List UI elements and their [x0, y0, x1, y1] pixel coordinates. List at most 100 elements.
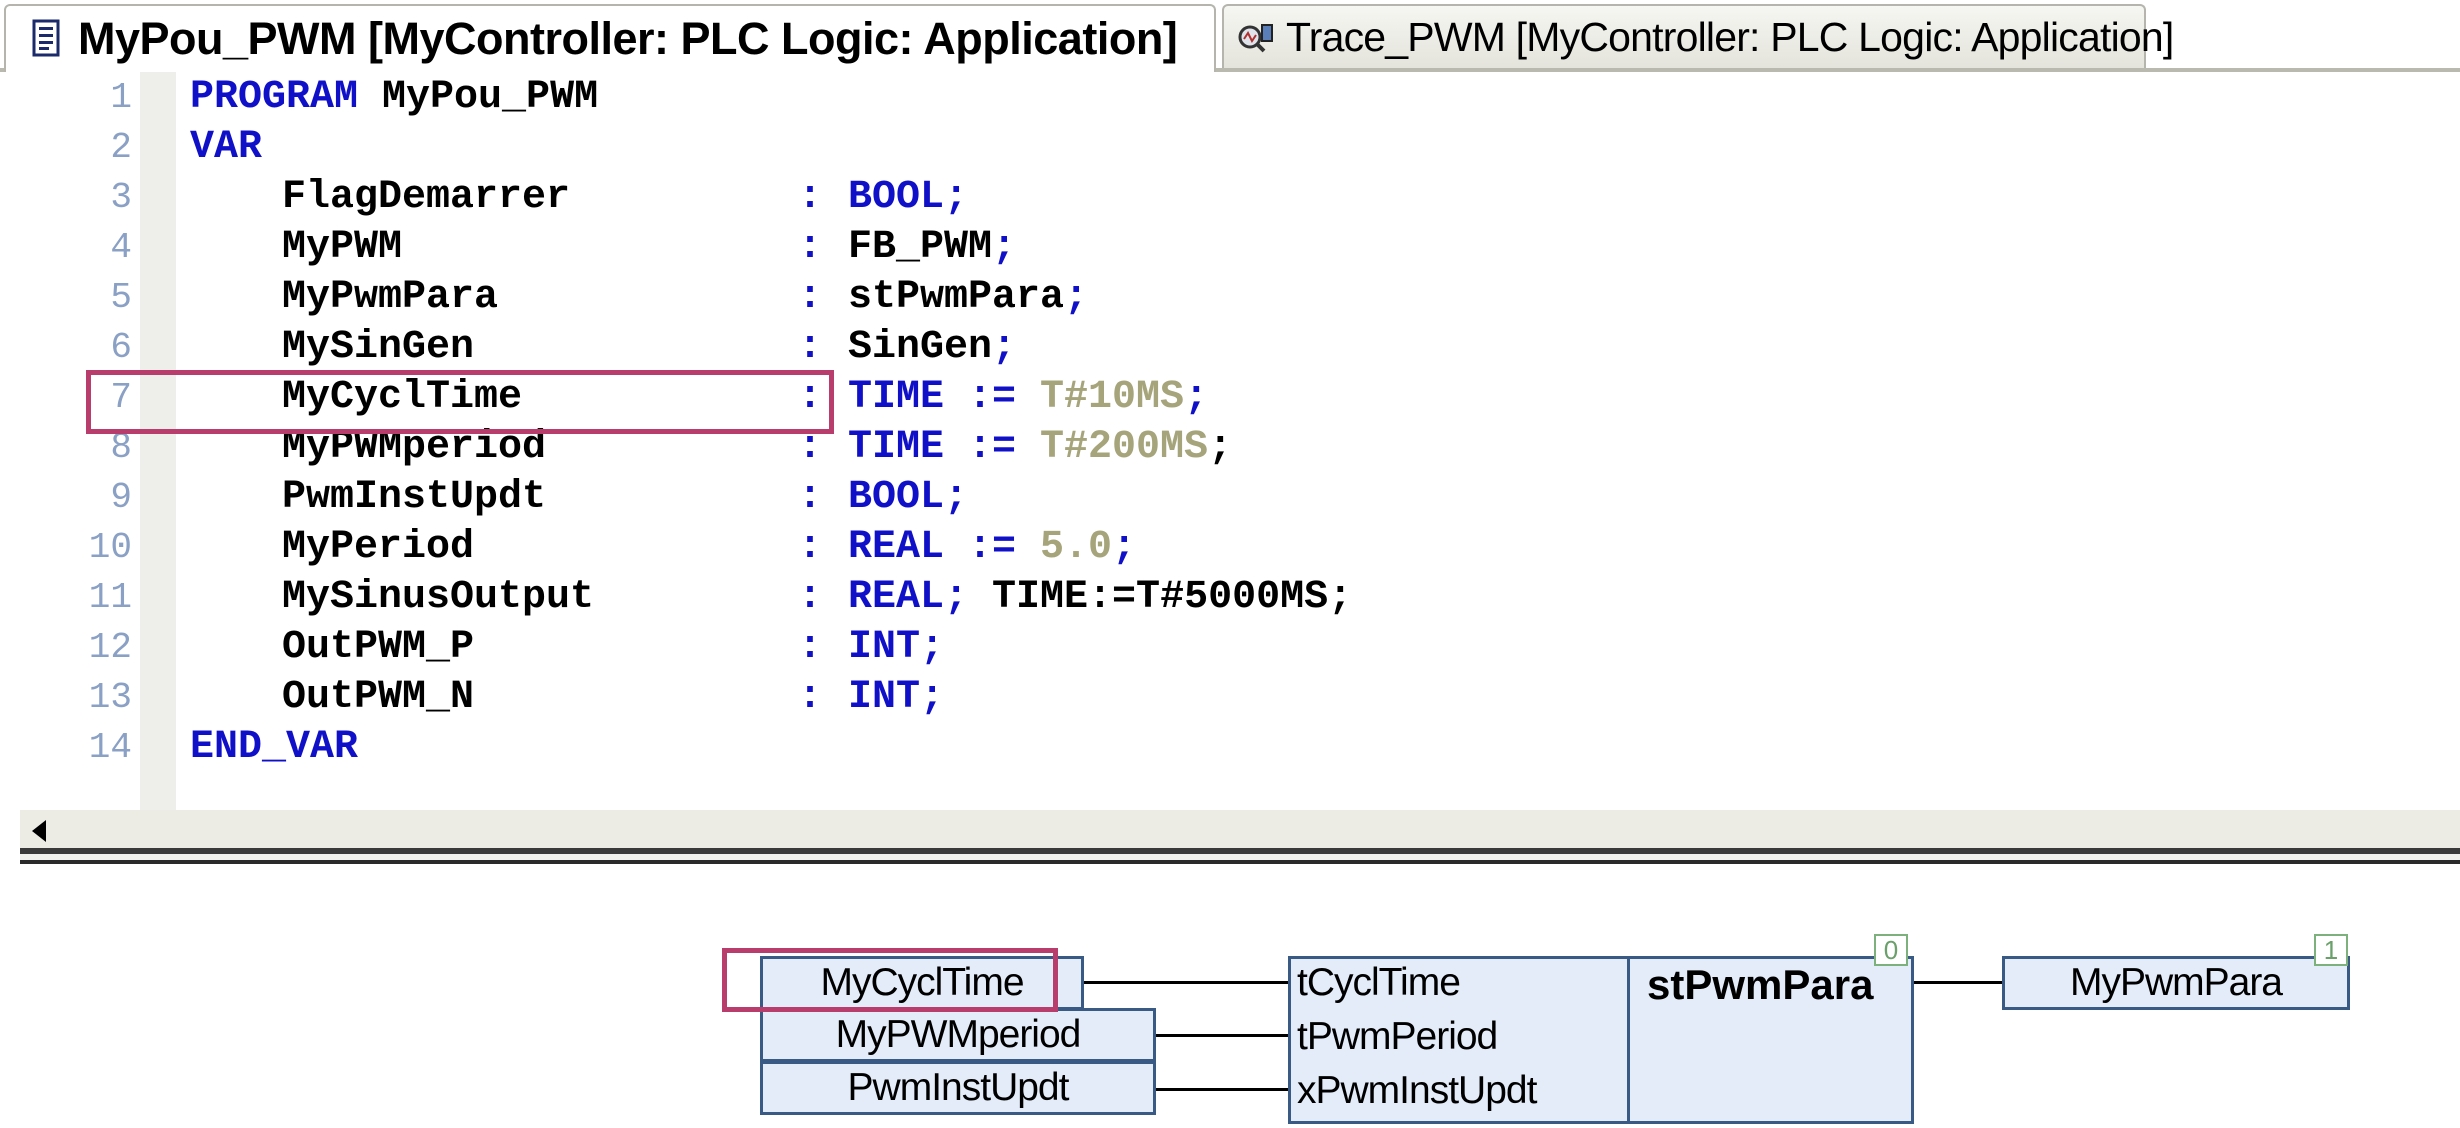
semicolon: ;: [992, 225, 1017, 270]
wire: [1154, 1034, 1290, 1037]
tab-bar-baseline: [0, 68, 2460, 72]
execution-order-badge: 1: [2314, 934, 2348, 966]
tab-trace-pwm[interactable]: Trace_PWM [MyController: PLC Logic: Appl…: [1222, 4, 2174, 68]
line-number: 12: [88, 627, 132, 668]
init-value: T#10MS: [1040, 375, 1185, 420]
keyword: VAR: [190, 125, 263, 170]
line-number: 8: [110, 427, 132, 468]
type-keyword: REAL;: [848, 575, 969, 620]
colon: :: [798, 375, 823, 420]
var-name: FlagDemarrer: [282, 175, 571, 220]
colon: :: [798, 675, 823, 720]
cfc-input-pwminstupdt[interactable]: PwmInstUpdt: [760, 1061, 1156, 1115]
line-number-gutter: [0, 72, 140, 810]
type-name: SinGen: [848, 325, 993, 370]
var-name: MyPwmPara: [282, 275, 499, 320]
var-name: MyPeriod: [282, 525, 475, 570]
var-type: TIME := T#200MS;: [848, 423, 1232, 473]
block-divider: [1627, 959, 1630, 1121]
block-input-pin: tCyclTime: [1297, 961, 1461, 1004]
line-number: 3: [110, 177, 132, 218]
var-type: INT;: [848, 675, 945, 720]
var-name: OutPWM_N: [282, 675, 475, 720]
line-number: 14: [88, 727, 132, 768]
pou-document-icon: [32, 19, 62, 59]
pane-splitter-edge: [20, 860, 2460, 864]
line-number: 6: [110, 327, 132, 368]
type-keyword: TIME :=: [848, 375, 1041, 420]
pane-splitter-gap: [20, 854, 2460, 860]
semicolon: ;: [1208, 425, 1233, 470]
var-name: MySinGen: [282, 325, 475, 370]
var-name: MyPWM: [282, 225, 403, 270]
pane-splitter[interactable]: [20, 848, 2460, 854]
wire: [1154, 1088, 1290, 1091]
init-value: T#200MS: [1040, 425, 1209, 470]
var-type: BOOL;: [848, 175, 969, 220]
code-line: VAR: [190, 123, 262, 173]
wire: [1082, 981, 1290, 984]
var-type: FB_PWM;: [848, 223, 1016, 273]
var-name: MyCyclTime: [282, 375, 523, 420]
gutter-separator: [140, 72, 176, 810]
program-name: MyPou_PWM: [358, 75, 599, 120]
semicolon: ;: [1184, 375, 1209, 420]
horizontal-scrollbar[interactable]: [20, 810, 2460, 850]
var-type: REAL := 5.0;: [848, 523, 1136, 573]
colon: :: [798, 475, 823, 520]
colon: :: [798, 175, 823, 220]
tab-mypou-pwm[interactable]: MyPou_PWM [MyController: PLC Logic: Appl…: [4, 4, 1216, 72]
block-input-pin: xPwmInstUpdt: [1297, 1069, 1537, 1112]
code-line: END_VAR: [190, 723, 358, 773]
type-keyword: REAL :=: [848, 525, 1041, 570]
var-type: TIME := T#10MS;: [848, 373, 1208, 423]
type-name: stPwmPara: [848, 275, 1065, 320]
var-type: REAL; TIME:=T#5000MS;: [848, 573, 1352, 623]
code-line: PROGRAM MyPou_PWM: [190, 73, 598, 123]
line-number: 5: [110, 277, 132, 318]
highlight-box: [86, 370, 834, 434]
colon: :: [798, 575, 823, 620]
colon: :: [798, 525, 823, 570]
var-type: INT;: [848, 625, 945, 670]
keyword: END_VAR: [190, 725, 359, 770]
colon: :: [798, 325, 823, 370]
cfc-input-mypwmperiod[interactable]: MyPWMperiod: [760, 1008, 1156, 1062]
scroll-left-arrow-icon[interactable]: [32, 820, 46, 842]
trace-icon: [1236, 19, 1276, 55]
colon: :: [798, 275, 823, 320]
line-number: 7: [110, 377, 132, 418]
line-number: 4: [110, 227, 132, 268]
semicolon: ;: [1112, 525, 1137, 570]
cfc-block-stpwmpara[interactable]: tCyclTime tPwmPeriod xPwmInstUpdt stPwmP…: [1288, 956, 1914, 1124]
line-number: 13: [88, 677, 132, 718]
colon: :: [798, 625, 823, 670]
line-number: 1: [110, 77, 132, 118]
var-name: MySinusOutput: [282, 575, 595, 620]
block-name: stPwmPara: [1647, 961, 1874, 1008]
tab-title: Trace_PWM [MyController: PLC Logic: Appl…: [1286, 13, 2174, 60]
keyword: PROGRAM: [190, 75, 359, 120]
type-keyword: TIME :=: [848, 425, 1041, 470]
type-name: FB_PWM: [848, 225, 993, 270]
trailing-text: TIME:=T#5000MS;: [968, 575, 1353, 620]
editor-tab-bar: MyPou_PWM [MyController: PLC Logic: Appl…: [0, 0, 2460, 72]
line-number: 9: [110, 477, 132, 518]
semicolon: ;: [1064, 275, 1089, 320]
highlight-box: [722, 948, 1058, 1012]
var-name: PwmInstUpdt: [282, 475, 547, 520]
line-number: 11: [88, 577, 132, 618]
semicolon: ;: [992, 325, 1017, 370]
var-name: OutPWM_P: [282, 625, 475, 670]
line-number: 2: [110, 127, 132, 168]
init-value: 5.0: [1040, 525, 1113, 570]
var-type: stPwmPara;: [848, 273, 1088, 323]
wire: [1912, 981, 2004, 984]
line-number: 10: [88, 527, 132, 568]
cfc-editor[interactable]: MyCyclTime MyPWMperiod PwmInstUpdt tCycl…: [0, 864, 2460, 1128]
colon: :: [798, 225, 823, 270]
cfc-output-mypwmpara[interactable]: MyPwmPara: [2002, 956, 2350, 1010]
var-type: BOOL;: [848, 475, 969, 520]
var-type: SinGen;: [848, 323, 1016, 373]
declaration-editor[interactable]: 1 2 3 4 5 6 7 8 9 10 11 12 13 14 PROGRAM…: [0, 72, 2460, 810]
